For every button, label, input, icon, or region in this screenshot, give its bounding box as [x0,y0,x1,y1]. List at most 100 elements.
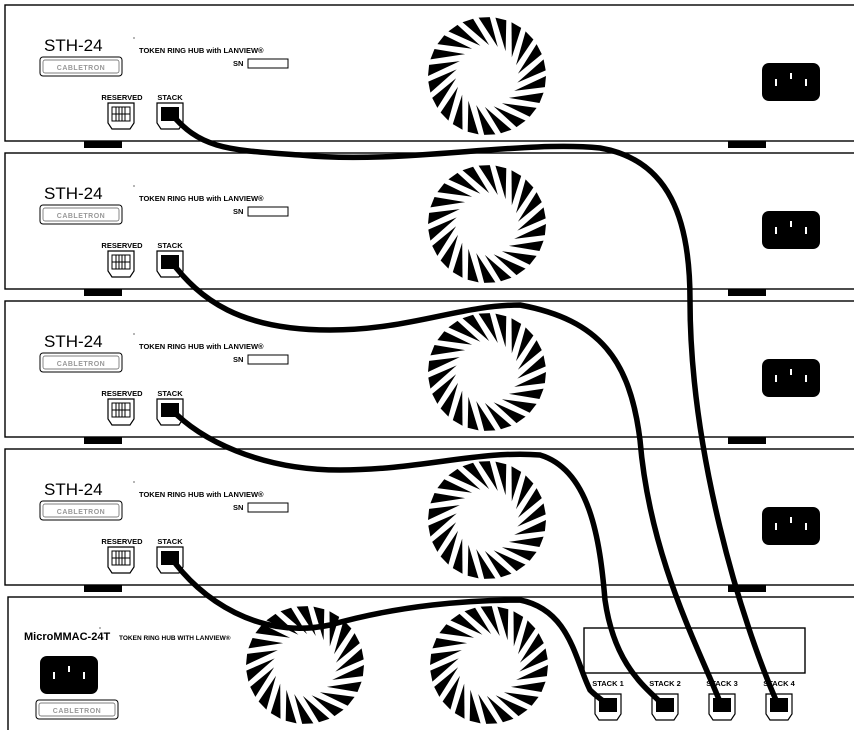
power-inlet-icon [762,507,820,545]
hub-model-dot [133,333,135,335]
fan-blade [432,638,468,649]
serial-number-field [247,206,289,217]
reserved-label: RESERVED [101,93,143,102]
fan-blade [493,402,526,424]
fan-blade [486,695,514,723]
fan-blade [302,695,330,723]
cabletron-logo: CABLETRON [39,352,123,373]
fan-hub [276,636,334,694]
micrommac-stack-2-label: STACK 2 [649,679,681,688]
fan-blade [497,606,509,641]
fan-blade [516,327,534,362]
hub-model-dot [133,185,135,187]
fan-hub [458,343,516,401]
stack-port[interactable] [156,398,184,426]
cabletron-logo: CABLETRON [39,500,123,521]
fan-blade [452,94,463,130]
fan-blade [511,22,522,58]
fan-blade [428,357,460,372]
fan-blade [250,667,275,697]
fan-blade [428,513,457,537]
fan-blade [476,105,496,135]
micrommac-model-label: MicroMMAC-24T [24,631,110,643]
fan-blade [285,689,297,724]
fan-blade [519,648,548,672]
power-inlet-icon [40,656,98,694]
logo-text: CABLETRON [57,65,105,72]
reserved-port[interactable] [107,546,135,574]
fan-blade [517,59,546,83]
fan-blade [484,550,512,578]
fan-blade [454,683,465,719]
fan-blade [518,620,536,655]
fan-blade [484,106,512,134]
fan-blade [484,402,512,430]
fan-blade [480,606,500,636]
fan-blade [294,694,314,724]
fan-blade [478,17,498,47]
fan-icon [428,17,546,135]
reserved-port[interactable] [107,250,135,278]
hub-foot-right [728,437,766,444]
power-inlet-icon [762,211,820,249]
fan-blade [462,18,490,46]
micrommac-stack-1-label: STACK 1 [592,679,624,688]
fan-blade [476,253,496,283]
fan-blade [516,475,534,510]
fan-blade [513,611,524,647]
fan-blade [517,503,546,527]
fan-blade [514,372,546,387]
reserved-port[interactable] [107,398,135,426]
stack-cable-2 [167,257,725,710]
fan-hub [458,491,516,549]
fan-blade [311,695,344,717]
fan-blade [493,254,526,276]
cabletron-logo: CABLETRON [39,56,123,77]
fan-blade [248,638,284,649]
hub-foot-left [84,289,122,296]
micrommac-stack-3-label: STACK 3 [706,679,738,688]
sn-label: SN [233,355,243,364]
hub-description: TOKEN RING HUB with LANVIEW® [139,490,264,499]
reserved-port[interactable] [107,102,135,130]
fan-icon [428,461,546,579]
fan-blade [508,388,544,399]
fan-blade [462,314,490,342]
fan-blade [437,183,473,197]
logo-text: CABLETRON [53,708,101,715]
hub-foot-left [84,437,122,444]
hub-foot-left [84,585,122,592]
fan-blade [430,493,466,504]
fan-blade [462,166,490,194]
fan-blade [448,320,481,342]
fan-blade [517,355,546,379]
fan-blade [448,172,481,194]
fan-icon [428,165,546,283]
fan-blade [484,254,512,282]
stack-label: STACK [157,537,183,546]
hub-foot-right [728,289,766,296]
fan-blade [430,49,466,60]
fan-blade [501,251,537,265]
hub-foot-right [728,585,766,592]
power-inlet-icon [762,359,820,397]
fan-blade [478,694,498,724]
hub-description: TOKEN RING HUB with LANVIEW® [139,342,264,351]
fan-blade [319,692,355,706]
fan-blade [511,318,522,354]
fan-blade [448,468,481,490]
fan-blade [428,209,460,224]
fan-blade [335,648,364,672]
sn-label: SN [233,207,243,216]
fan-blade [501,103,537,117]
fan-blade [434,667,459,697]
fan-blade [464,607,492,635]
fan-blade [440,86,458,121]
fan-blade [439,624,475,638]
fan-blade [437,331,473,345]
fan-blade [246,658,275,682]
